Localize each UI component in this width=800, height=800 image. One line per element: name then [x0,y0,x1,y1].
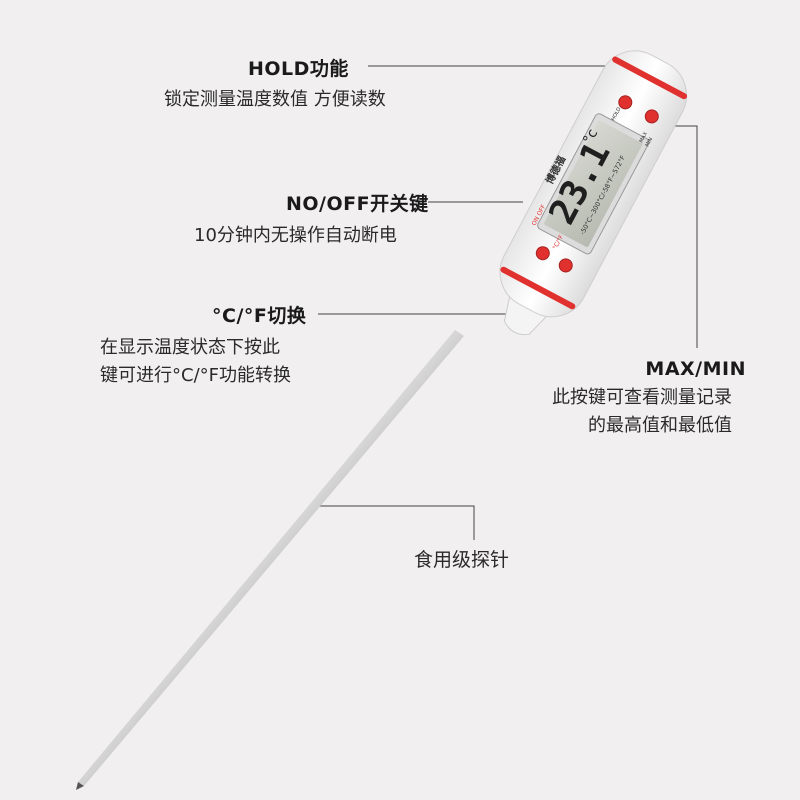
probe [76,330,464,790]
power-button[interactable] [534,244,552,262]
lcd-screen [544,120,643,247]
max-min-button[interactable] [643,108,661,126]
max-min-description-line1: 此按键可查看测量记录 [552,387,732,408]
unit-switch-description-line2: 键可进行°C/°F功能转换 [100,365,291,386]
power-title: NO/OFF开关键 [286,193,429,215]
thermometer-body [499,50,688,336]
unit-switch-description-line1: 在显示温度状态下按此 [100,337,280,358]
leader-line-maxmin [660,125,698,348]
leader-line-probe [318,505,475,540]
unit-switch-title: °C/°F切换 [212,305,307,327]
power-description: 10分钟内无操作自动断电 [194,225,397,246]
probe-title: 食用级探针 [414,549,510,571]
lcd-unit: °c [580,126,601,146]
max-min-title: MAX/MIN [645,358,746,380]
top-ring [612,56,688,100]
max-min-description-line2: 的最高值和最低值 [588,415,732,436]
max-button-label: MAX [638,131,649,144]
bottom-ring [500,266,576,310]
hold-button[interactable] [617,94,635,112]
hold-description: 锁定测量温度数值 方便读数 [164,89,386,110]
min-button-label: MIN [644,136,654,147]
hold-title: HOLD功能 [248,58,349,80]
unit-switch-button[interactable] [557,257,575,275]
